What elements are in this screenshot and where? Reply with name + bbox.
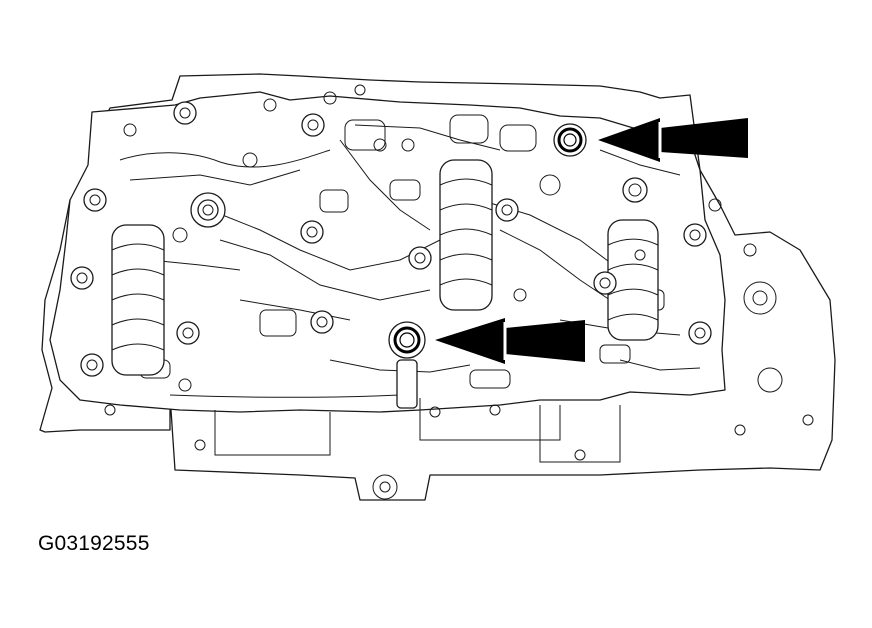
valve-spool-left [111, 224, 165, 376]
arrow-left-icon [598, 118, 748, 162]
arrow-left-icon [435, 318, 585, 364]
bolt [408, 246, 432, 270]
bolt [300, 220, 324, 244]
check-ball-lower [388, 321, 426, 409]
bolt [176, 321, 200, 345]
bolt [622, 177, 648, 203]
bolt [80, 353, 104, 377]
bolt [70, 266, 94, 290]
bolt [683, 223, 707, 247]
valve-spool-center [439, 159, 493, 311]
bolt [310, 310, 334, 334]
bolt [190, 192, 226, 228]
bolt [688, 321, 712, 345]
bolts [70, 101, 712, 377]
bolt [593, 271, 617, 295]
check-ball-upper [553, 123, 587, 157]
bolt [301, 113, 325, 137]
fluid-holes [104, 84, 814, 500]
bolt [173, 101, 197, 125]
bolt [83, 188, 107, 212]
figure-id-label: G03192555 [38, 532, 150, 555]
bolt [495, 198, 519, 222]
